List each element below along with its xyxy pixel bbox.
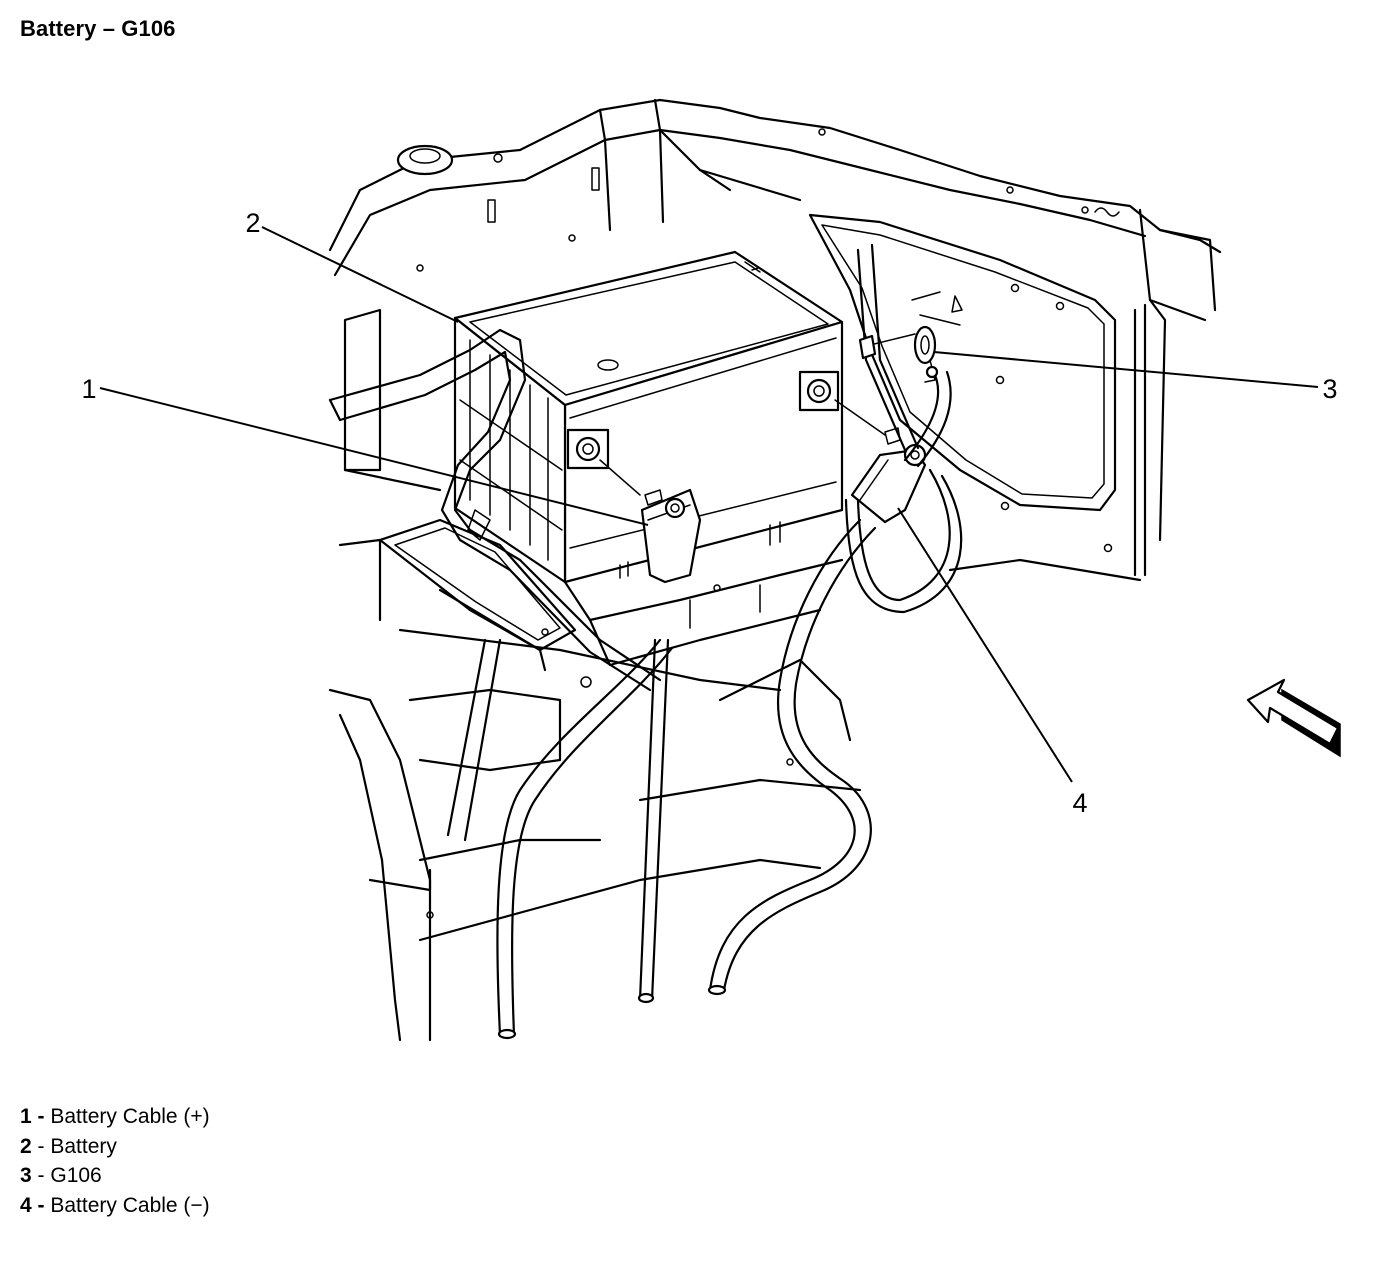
legend-label: Battery Cable (−) [50,1193,210,1217]
legend-item: 3 - G106 [20,1161,210,1191]
legend-item: 2 - Battery [20,1132,210,1162]
legend-label: G106 [50,1164,102,1187]
legend-item: 4 - Battery Cable (−) [20,1191,210,1221]
g106-ground-point [858,325,939,383]
callout-2: 2 [245,208,260,238]
legend-separator: - [31,1105,51,1128]
wiring-harness [328,328,662,692]
legend-label: Battery [50,1134,117,1158]
legend-number: 4 [20,1193,32,1217]
battery [453,250,844,584]
legend-separator: - [31,1134,51,1158]
legend-separator: - [31,1193,51,1217]
callout-leaders [99,226,1319,783]
hold-down-bracket [338,518,577,842]
legend-separator: - [31,1164,51,1187]
callout-4: 4 [1072,788,1087,818]
radiator-support [328,98,1222,542]
legend: 1 - Battery Cable (+) 2 - Battery 3 - G1… [20,1102,210,1220]
battery-cable-positive [496,459,702,1040]
legend-label: Battery Cable (+) [50,1105,210,1128]
legend-number: 1 [20,1105,32,1128]
battery-g106-illustration: 1 2 3 4 [81,98,1341,1042]
legend-item: 1 - Battery Cable (+) [20,1102,210,1132]
legend-number: 2 [20,1134,32,1158]
view-direction-arrow-icon [1246,678,1341,758]
callout-3: 3 [1322,374,1337,404]
legend-number: 3 [20,1164,32,1187]
battery-cable-negative [707,243,963,996]
lower-frame [328,628,862,1042]
diagram-title: Battery – G106 [20,16,176,41]
callout-1: 1 [81,374,96,404]
